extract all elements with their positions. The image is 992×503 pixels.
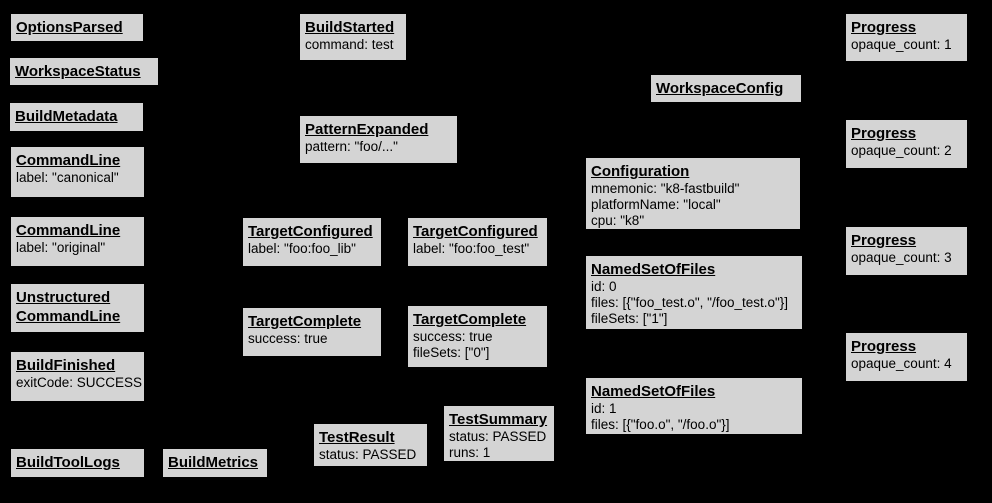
diagram-node-target-configured-foo-test: TargetConfigured label: "foo:foo_test" <box>407 217 548 267</box>
node-details: mnemonic: "k8-fastbuild"platformName: "l… <box>591 181 795 229</box>
node-title: TargetComplete <box>248 313 362 330</box>
node-title: NamedSetOfFiles <box>591 261 716 278</box>
node-title: Progress <box>851 338 917 355</box>
node-details: command: test <box>305 37 401 53</box>
node-details: label: "foo:foo_test" <box>413 241 542 257</box>
diagram-node-pattern-expanded: PatternExpanded pattern: "foo/..." <box>299 115 458 164</box>
node-title: WorkspaceStatus <box>15 63 141 80</box>
node-detail-line: cpu: "k8" <box>591 213 645 228</box>
node-details: label: "canonical" <box>16 170 139 186</box>
node-title: Progress <box>851 232 917 249</box>
node-detail-line: fileSets: ["1"] <box>591 311 668 326</box>
node-detail-line: command: test <box>305 37 394 52</box>
node-title: OptionsParsed <box>16 19 123 36</box>
diagram-node-progress-4: Progress opaque_count: 4 <box>845 332 968 382</box>
diagram-node-build-metadata: BuildMetadata <box>9 102 144 132</box>
node-title: TestResult <box>319 429 395 446</box>
node-details: opaque_count: 1 <box>851 37 962 53</box>
node-detail-line: label: "original" <box>16 240 106 255</box>
node-detail-line: mnemonic: "k8-fastbuild" <box>591 181 740 196</box>
node-title: Configuration <box>591 163 690 180</box>
node-details: exitCode: SUCCESS <box>16 375 143 391</box>
node-details: opaque_count: 4 <box>851 356 962 372</box>
node-detail-line: opaque_count: 2 <box>851 143 952 158</box>
diagram-node-build-tool-logs: BuildToolLogs <box>10 448 145 478</box>
diagram-node-options-parsed: OptionsParsed <box>10 13 144 42</box>
node-detail-line: fileSets: ["0"] <box>413 345 490 360</box>
diagram-node-build-finished: BuildFinished exitCode: SUCCESS <box>10 351 145 402</box>
node-detail-line: status: PASSED <box>449 429 547 444</box>
node-title: Progress <box>851 19 917 36</box>
diagram-node-build-metrics: BuildMetrics <box>162 448 268 478</box>
diagram-node-workspace-status: WorkspaceStatus <box>9 57 159 86</box>
diagram-node-command-line-canonical: CommandLine label: "canonical" <box>10 146 145 198</box>
node-title: Progress <box>851 125 917 142</box>
node-details: label: "original" <box>16 240 139 256</box>
node-title: PatternExpanded <box>305 121 429 138</box>
node-detail-line: label: "foo:foo_test" <box>413 241 530 256</box>
node-title: CommandLine <box>16 222 121 239</box>
node-details: opaque_count: 2 <box>851 143 962 159</box>
diagram-node-configuration: Configuration mnemonic: "k8-fastbuild"pl… <box>585 157 801 230</box>
node-title: BuildMetadata <box>15 108 118 125</box>
node-details: success: true <box>248 331 376 347</box>
node-title: TargetComplete <box>413 311 527 328</box>
node-detail-line: opaque_count: 4 <box>851 356 952 371</box>
diagram-node-target-complete-lib: TargetComplete success: true <box>242 307 382 357</box>
node-detail-line: files: [{"foo.o", "/foo.o"}] <box>591 417 730 432</box>
node-title: TargetConfigured <box>413 223 538 240</box>
diagram-node-workspace-config: WorkspaceConfig <box>650 74 802 103</box>
node-title: CommandLine <box>16 152 121 169</box>
diagram-node-command-line-original: CommandLine label: "original" <box>10 216 145 267</box>
node-detail-line: success: true <box>413 329 493 344</box>
diagram-node-target-configured-foo-lib: TargetConfigured label: "foo:foo_lib" <box>242 217 382 267</box>
node-details: pattern: "foo/..." <box>305 139 452 155</box>
node-title: BuildMetrics <box>168 454 259 471</box>
node-detail-line: id: 1 <box>591 401 617 416</box>
node-details: status: PASSED <box>319 447 422 463</box>
node-detail-line: id: 0 <box>591 279 617 294</box>
node-detail-line: label: "canonical" <box>16 170 119 185</box>
node-title: BuildToolLogs <box>16 454 120 471</box>
node-details: label: "foo:foo_lib" <box>248 241 376 257</box>
node-detail-line: status: PASSED <box>319 447 417 462</box>
node-detail-line: opaque_count: 1 <box>851 37 952 52</box>
diagram-node-progress-2: Progress opaque_count: 2 <box>845 119 968 169</box>
node-detail-line: pattern: "foo/..." <box>305 139 398 154</box>
diagram-node-build-started: BuildStarted command: test <box>299 13 407 61</box>
node-title: NamedSetOfFiles <box>591 383 716 400</box>
node-detail-line: opaque_count: 3 <box>851 250 952 265</box>
diagram-node-progress-1: Progress opaque_count: 1 <box>845 13 968 62</box>
node-detail-line: exitCode: SUCCESS <box>16 375 143 390</box>
node-title: WorkspaceConfig <box>656 80 784 97</box>
diagram-node-progress-3: Progress opaque_count: 3 <box>845 226 968 276</box>
diagram-node-test-result: TestResult status: PASSED <box>313 423 428 467</box>
node-title: TestSummary <box>449 411 548 428</box>
node-title: BuildFinished <box>16 357 116 374</box>
node-details: opaque_count: 3 <box>851 250 962 266</box>
node-title: BuildStarted <box>305 19 395 36</box>
node-detail-line: platformName: "local" <box>591 197 721 212</box>
node-detail-line: files: [{"foo_test.o", "/foo_test.o"}] <box>591 295 789 310</box>
node-title: TargetConfigured <box>248 223 373 240</box>
node-detail-line: runs: 1 <box>449 445 491 460</box>
node-detail-line: label: "foo:foo_lib" <box>248 241 356 256</box>
node-detail-line: success: true <box>248 331 328 346</box>
